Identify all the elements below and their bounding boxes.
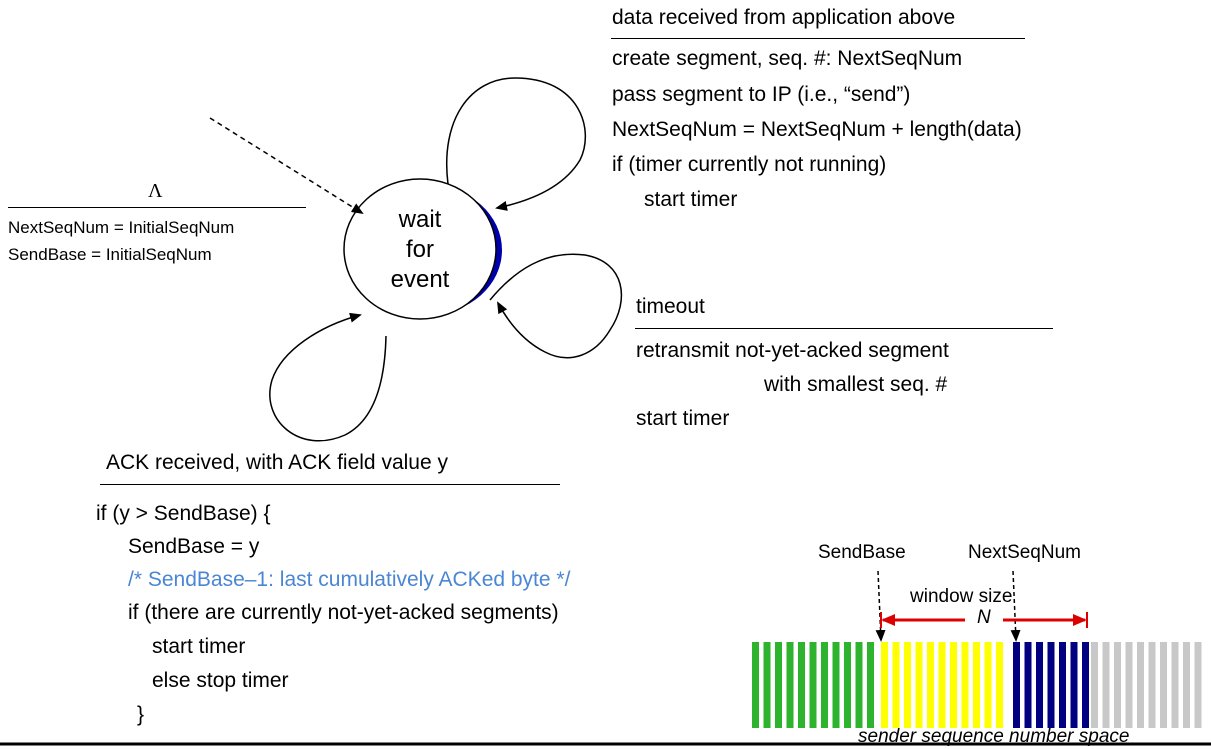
state-label: wait for event bbox=[370, 205, 470, 295]
not-usable-bar bbox=[1114, 642, 1121, 728]
acked-bar bbox=[867, 642, 874, 728]
acked-bar bbox=[798, 642, 805, 728]
sequence-number-space bbox=[752, 642, 1202, 728]
state-line-3: event bbox=[390, 266, 450, 293]
init-action-1: NextSeqNum = InitialSeqNum bbox=[8, 218, 235, 237]
ack-action-7: } bbox=[137, 703, 145, 726]
sent-not-acked-bar bbox=[915, 642, 923, 728]
ack-transition-loop bbox=[269, 312, 387, 442]
seq-space-caption: sender sequence number space bbox=[858, 726, 1130, 747]
not-usable-bar bbox=[1102, 642, 1110, 728]
init-divider bbox=[8, 207, 306, 208]
usable-bar bbox=[1070, 642, 1078, 728]
not-usable-bar bbox=[1137, 642, 1144, 728]
state-circle bbox=[343, 178, 497, 320]
not-usable-bar bbox=[1125, 642, 1133, 728]
window-size-label: window size bbox=[910, 586, 1013, 607]
usable-bar bbox=[1036, 642, 1043, 728]
data-divider bbox=[611, 38, 1025, 39]
usable-bar bbox=[1013, 642, 1020, 728]
usable-bar bbox=[1082, 642, 1089, 728]
acked-bar bbox=[786, 642, 794, 728]
ack-action-1: if (y > SendBase) { bbox=[96, 502, 271, 525]
sendbase-pointer bbox=[875, 570, 886, 642]
usable-bar bbox=[1047, 642, 1055, 728]
ack-action-4: if (there are currently not-yet-acked se… bbox=[128, 601, 559, 624]
acked-bar bbox=[844, 642, 851, 728]
data-event: data received from application above bbox=[612, 6, 956, 29]
not-usable-bar bbox=[1148, 642, 1156, 728]
data-transition-loop bbox=[446, 77, 587, 211]
ack-action-6: else stop timer bbox=[152, 669, 289, 692]
sent-not-acked-bar bbox=[996, 642, 1003, 728]
sendbase-label: SendBase bbox=[818, 542, 906, 563]
sent-not-acked-bar bbox=[961, 642, 969, 728]
initial-transition-arrow bbox=[209, 117, 364, 215]
timeout-divider bbox=[635, 328, 1053, 329]
sent-not-acked-bar bbox=[938, 642, 946, 728]
acked-bar bbox=[832, 642, 840, 728]
sent-not-acked-bar bbox=[892, 642, 900, 728]
window-symbol: N bbox=[977, 607, 991, 628]
nextseqnum-pointer bbox=[1010, 570, 1021, 642]
ack-action-5: start timer bbox=[152, 635, 246, 658]
init-action-2: SendBase = InitialSeqNum bbox=[8, 245, 212, 264]
timeout-event: timeout bbox=[636, 295, 705, 318]
init-event: Λ bbox=[148, 180, 163, 202]
sent-not-acked-bar bbox=[881, 642, 888, 728]
data-action-1: create segment, seq. #: NextSeqNum bbox=[612, 47, 963, 70]
sent-not-acked-bar bbox=[973, 642, 980, 728]
not-usable-bar bbox=[1171, 642, 1179, 728]
not-usable-bar bbox=[1183, 642, 1190, 728]
ack-comment: /* SendBase–1: last cumulatively ACKed b… bbox=[128, 568, 571, 591]
timeout-action-3: start timer bbox=[636, 407, 730, 430]
sent-not-acked-bar bbox=[904, 642, 911, 728]
data-action-5: start timer bbox=[644, 188, 738, 211]
usable-bar bbox=[1024, 642, 1032, 728]
data-action-2: pass segment to IP (i.e., “send”) bbox=[612, 83, 911, 106]
data-action-4: if (timer currently not running) bbox=[612, 153, 887, 176]
sent-not-acked-bar bbox=[927, 642, 934, 728]
acked-bar bbox=[821, 642, 828, 728]
data-action-3: NextSeqNum = NextSeqNum + length(data) bbox=[612, 118, 1022, 141]
sent-not-acked-bar bbox=[950, 642, 957, 728]
state-line-2: for bbox=[405, 236, 434, 263]
state-line-1: wait bbox=[398, 206, 442, 233]
timeout-action-1: retransmit not-yet-acked segment bbox=[636, 339, 949, 362]
usable-bar bbox=[1059, 642, 1066, 728]
timeout-action-2: with smallest seq. # bbox=[764, 373, 948, 396]
ack-event: ACK received, with ACK field value y bbox=[106, 451, 448, 474]
ack-action-2: SendBase = y bbox=[128, 535, 260, 558]
acked-bar bbox=[855, 642, 863, 728]
acked-bar bbox=[775, 642, 782, 728]
not-usable-bar bbox=[1194, 642, 1202, 728]
ack-divider bbox=[100, 484, 560, 485]
not-usable-bar bbox=[1091, 642, 1098, 728]
acked-bar bbox=[763, 642, 771, 728]
acked-bar bbox=[809, 642, 817, 728]
not-usable-bar bbox=[1160, 642, 1167, 728]
nextseqnum-label: NextSeqNum bbox=[968, 542, 1081, 563]
timeout-transition-loop bbox=[489, 253, 623, 359]
acked-bar bbox=[752, 642, 759, 728]
sent-not-acked-bar bbox=[984, 642, 992, 728]
